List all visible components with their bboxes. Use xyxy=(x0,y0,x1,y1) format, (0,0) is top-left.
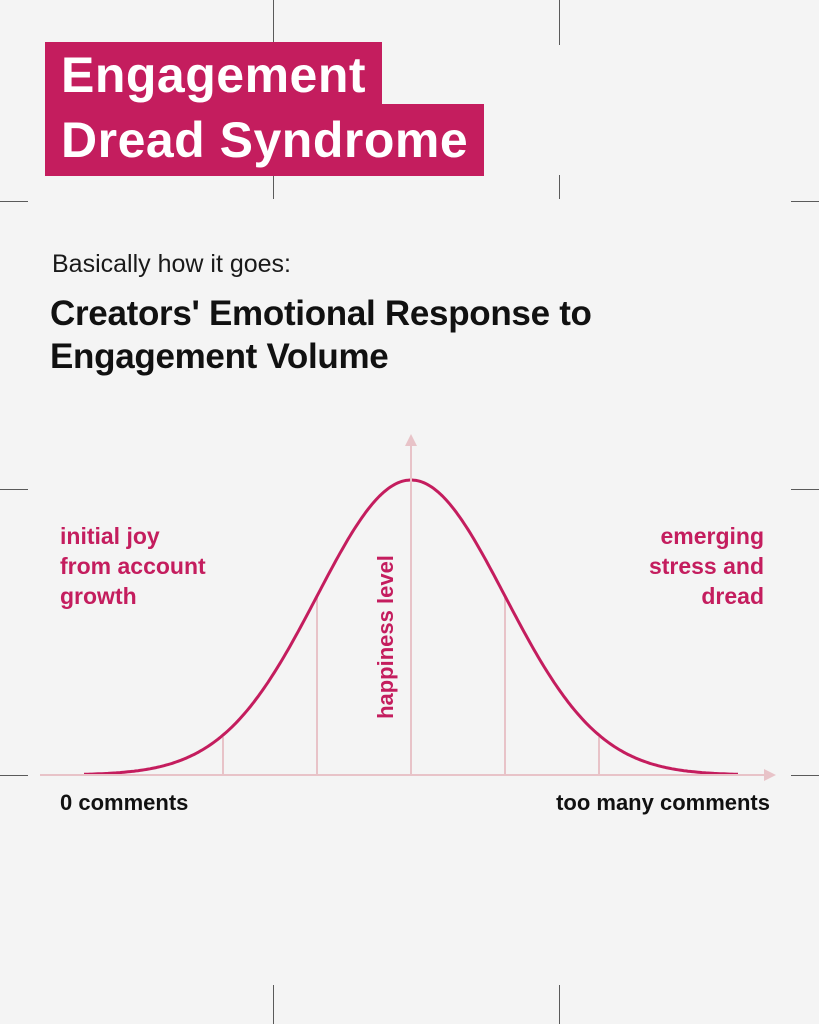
crop-mark xyxy=(559,0,561,45)
title-banner-line-2: Dread Syndrome xyxy=(45,104,485,176)
y-axis-label: happiness level xyxy=(373,555,398,719)
crop-mark xyxy=(791,201,819,203)
crop-mark xyxy=(0,489,28,491)
crop-mark xyxy=(0,775,28,777)
crop-mark xyxy=(273,985,275,1024)
crop-mark xyxy=(791,775,819,777)
x-axis-label-start: 0 comments xyxy=(60,790,189,815)
crop-mark xyxy=(559,175,561,199)
crop-mark xyxy=(791,489,819,491)
annotation-left: initial joy from account growth xyxy=(60,521,206,611)
y-axis-arrow-icon xyxy=(405,434,417,446)
annotation-right-line: dread xyxy=(701,583,764,609)
crop-mark xyxy=(273,0,275,45)
intro-text: Basically how it goes: xyxy=(52,250,292,278)
annotation-left-line: from account xyxy=(60,553,206,579)
annotation-left-line: initial joy xyxy=(60,523,160,549)
crop-mark xyxy=(559,985,561,1024)
annotation-left-line: growth xyxy=(60,583,137,609)
x-axis-arrow-icon xyxy=(764,769,776,781)
crop-mark xyxy=(0,201,28,203)
x-axis-label-end: too many comments xyxy=(556,790,770,815)
annotation-right: emerging stress and dread xyxy=(649,521,764,611)
annotation-right-line: stress and xyxy=(648,553,764,579)
annotation-right-line: emerging xyxy=(660,523,764,549)
crop-mark xyxy=(273,175,275,199)
title-banner-line-1: Engagement xyxy=(45,42,383,108)
chart-title: Creators' Emotional Response to Engageme… xyxy=(50,294,592,376)
